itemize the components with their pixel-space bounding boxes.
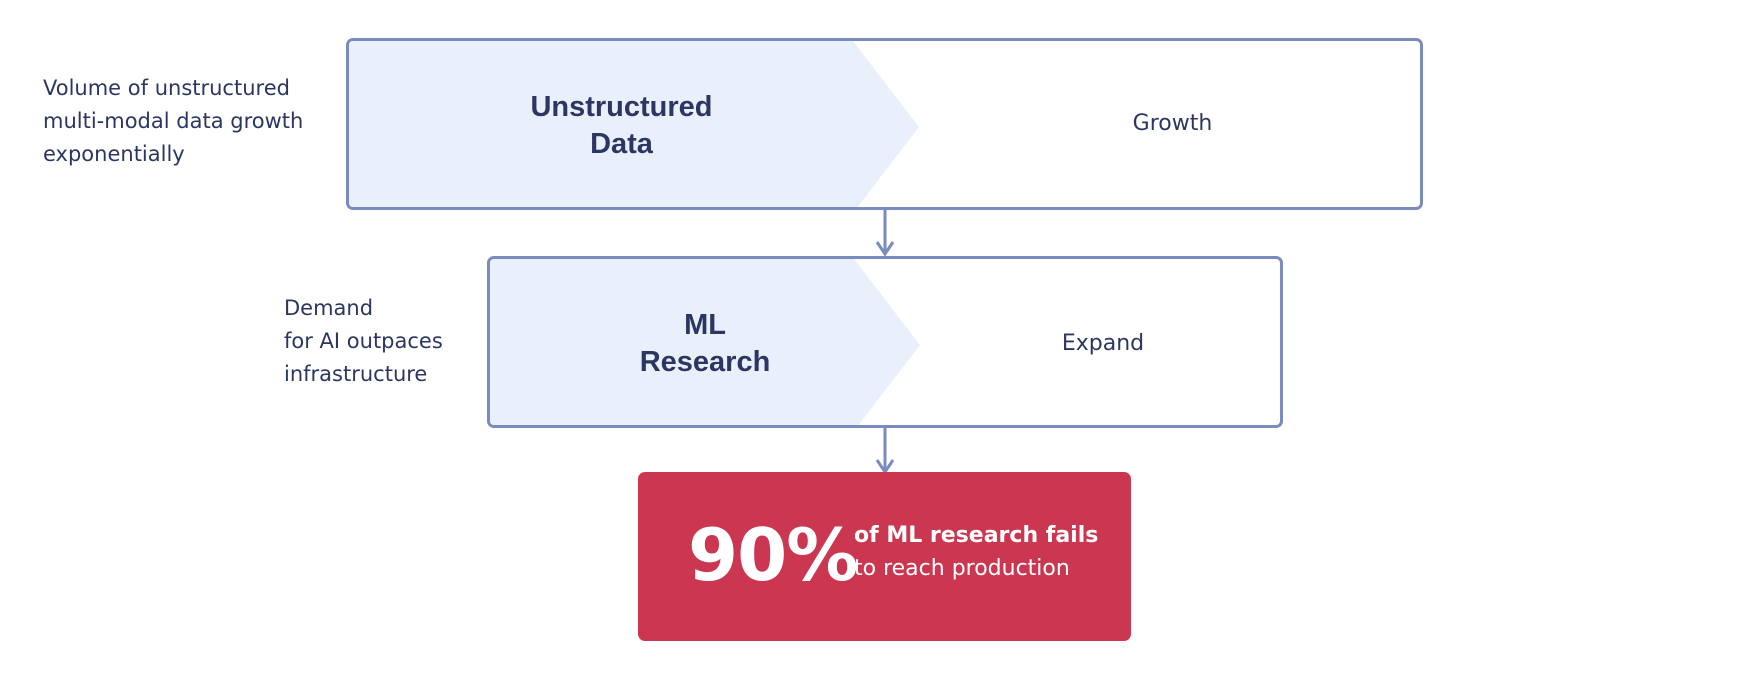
stage-2-title: ML Research (639, 309, 771, 378)
stat-line-2: to reach production (854, 556, 1070, 581)
stage-1-side-note: Volume of unstructured multi-modal data … (43, 76, 304, 166)
stat-line-1: of ML research fails (854, 523, 1099, 548)
connector-arrow-1 (875, 208, 895, 257)
stage-1-right-label: Growth (1132, 111, 1213, 136)
stat-value: 90% (688, 513, 858, 597)
stage-2-side-note: Demand for AI outpaces infrastructure (284, 296, 443, 386)
stage-1-title: Unstructured Data (530, 91, 713, 160)
stage-1-box: Unstructured Data Growth (346, 38, 1423, 210)
stat-callout: 90% of ML research fails to reach produc… (638, 472, 1131, 641)
stage-1-chevron (349, 41, 919, 207)
stage-2-chevron (490, 259, 920, 425)
stage-2-box: ML Research Expand (487, 256, 1283, 428)
connector-arrow-2 (875, 426, 895, 475)
stage-2-right-label: Expand (1061, 331, 1145, 356)
